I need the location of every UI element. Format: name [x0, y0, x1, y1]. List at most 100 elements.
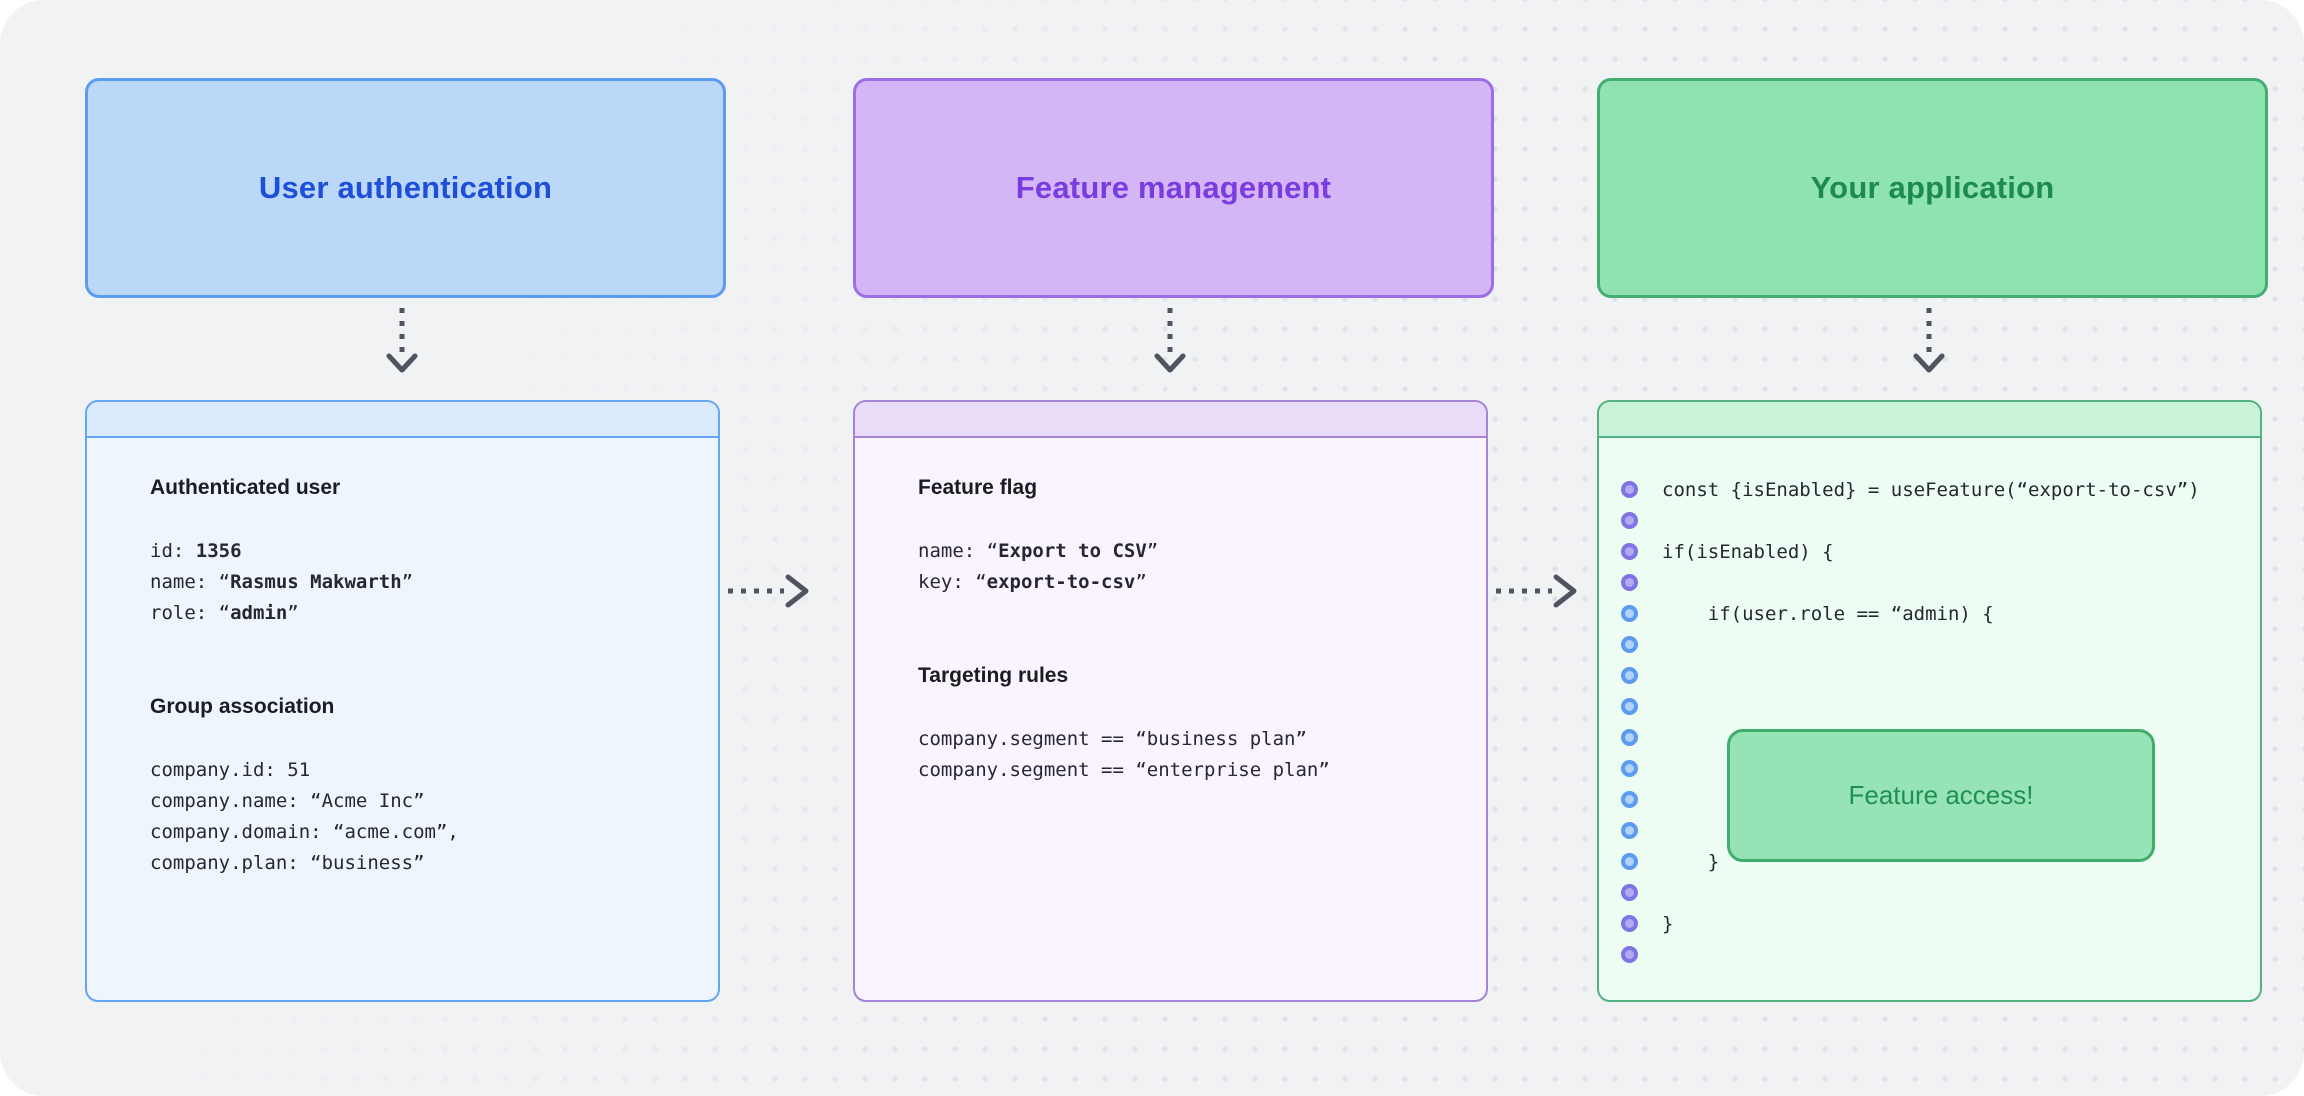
- purple-bullet-icon: [1621, 543, 1638, 560]
- code-text: }: [1662, 850, 1720, 873]
- data-line: company.id: 51: [150, 755, 688, 786]
- blue-bullet-icon: [1621, 729, 1638, 746]
- line-text: ”: [401, 571, 414, 593]
- data-line: id: 1356: [150, 536, 688, 567]
- code-row: [1621, 691, 2230, 722]
- your-application-title: Your application: [1810, 170, 2055, 205]
- line-value: Rasmus Makwarth: [230, 571, 402, 593]
- data-line: company.segment == “business plan”: [918, 724, 1456, 755]
- line-text: name: “: [918, 540, 999, 562]
- line-text: company.segment == “enterprise plan”: [918, 759, 1330, 781]
- code-row: if(user.role == “admin) {: [1621, 598, 2230, 629]
- purple-bullet-icon: [1621, 946, 1638, 963]
- code-text: const {isEnabled} = useFeature(“export-t…: [1662, 478, 2200, 501]
- code-row: [1621, 629, 2230, 660]
- section-lines: company.segment == “business plan” compan…: [918, 724, 1456, 786]
- line-text: ”: [1146, 540, 1159, 562]
- data-line: company.plan: “business”: [150, 848, 688, 879]
- line-text: ”: [287, 602, 299, 624]
- line-text: company.segment == “business plan”: [918, 728, 1307, 750]
- line-text: company.id: 51: [150, 759, 311, 781]
- line-text: key: “: [918, 571, 987, 593]
- data-line: company.domain: “acme.com”,: [150, 817, 688, 848]
- feature-management-title: Feature management: [1015, 170, 1332, 205]
- section-heading: Authenticated user: [150, 476, 341, 499]
- data-line: company.segment == “enterprise plan”: [918, 755, 1456, 786]
- line-text: role: “: [150, 602, 231, 624]
- panel-header-strip: [855, 402, 1486, 438]
- code-row: [1621, 505, 2230, 536]
- code-row: }: [1621, 908, 2230, 939]
- blue-bullet-icon: [1621, 605, 1638, 622]
- line-text: company.domain: “acme.com”,: [150, 821, 459, 843]
- data-line: key: “export-to-csv”: [918, 567, 1456, 598]
- blue-bullet-icon: [1621, 822, 1638, 839]
- down-arrow-icon: [386, 308, 418, 373]
- purple-bullet-icon: [1621, 574, 1638, 591]
- panel-section: Group association company.id: 51 company.n…: [150, 694, 688, 879]
- data-line: name: “Rasmus Makwarth”: [150, 567, 688, 598]
- line-text: id:: [150, 540, 196, 562]
- code-row: [1621, 660, 2230, 691]
- code-lines: const {isEnabled} = useFeature(“export-t…: [1621, 474, 2230, 970]
- user-authentication-title: User authentication: [258, 170, 553, 205]
- code-text: }: [1662, 912, 1674, 935]
- line-text: name: “: [150, 571, 231, 593]
- code-text: if(isEnabled) {: [1662, 540, 1834, 563]
- right-arrow-icon: [728, 574, 809, 608]
- data-line: company.name: “Acme Inc”: [150, 786, 688, 817]
- line-value: export-to-csv: [986, 571, 1136, 593]
- section-lines: company.id: 51 company.name: “Acme Inc” co…: [150, 755, 688, 879]
- section-heading: Group association: [150, 695, 335, 718]
- section-lines: name: “Export to CSV”key: “export-to-csv…: [918, 536, 1456, 598]
- data-line: role: “admin”: [150, 598, 688, 629]
- line-value: Export to CSV: [998, 540, 1147, 562]
- blue-bullet-icon: [1621, 698, 1638, 715]
- feature-management-box: Feature management: [853, 78, 1494, 298]
- purple-bullet-icon: [1621, 884, 1638, 901]
- purple-bullet-icon: [1621, 915, 1638, 932]
- line-text: company.name: “Acme Inc”: [150, 790, 425, 812]
- code-row: [1621, 877, 2230, 908]
- feature-access-box: Feature access!: [1727, 729, 2155, 862]
- section-heading: Feature flag: [918, 476, 1038, 499]
- section-heading: Targeting rules: [918, 664, 1069, 687]
- right-arrow-icon: [1496, 574, 1577, 608]
- down-arrow-icon: [1913, 308, 1945, 373]
- your-application-panel: const {isEnabled} = useFeature(“export-t…: [1597, 400, 2262, 1002]
- code-row: const {isEnabled} = useFeature(“export-t…: [1621, 474, 2230, 505]
- code-row: [1621, 722, 2230, 753]
- code-row: }: [1621, 846, 2230, 877]
- line-text: ”: [1135, 571, 1147, 593]
- feature-access-label: Feature access!: [1848, 780, 2034, 810]
- line-value: admin: [230, 602, 288, 624]
- panel-header-strip: [1599, 402, 2260, 438]
- user-authentication-box: User authentication: [85, 78, 726, 298]
- down-arrow-icon: [1154, 308, 1186, 373]
- panel-section: Targeting rules company.segment == “busin…: [918, 663, 1456, 786]
- code-row: if(isEnabled) {: [1621, 536, 2230, 567]
- code-row: [1621, 939, 2230, 970]
- blue-bullet-icon: [1621, 636, 1638, 653]
- data-line: name: “Export to CSV”: [918, 536, 1456, 567]
- blue-bullet-icon: [1621, 791, 1638, 808]
- code-row: [1621, 567, 2230, 598]
- line-value: 1356: [195, 540, 242, 562]
- code-panel-body: const {isEnabled} = useFeature(“export-t…: [1599, 474, 2260, 970]
- code-row: [1621, 815, 2230, 846]
- blue-bullet-icon: [1621, 853, 1638, 870]
- line-text: company.plan: “business”: [150, 852, 425, 874]
- panel-header-strip: [87, 402, 718, 438]
- code-row: [1621, 784, 2230, 815]
- blue-bullet-icon: [1621, 760, 1638, 777]
- blue-bullet-icon: [1621, 667, 1638, 684]
- purple-bullet-icon: [1621, 512, 1638, 529]
